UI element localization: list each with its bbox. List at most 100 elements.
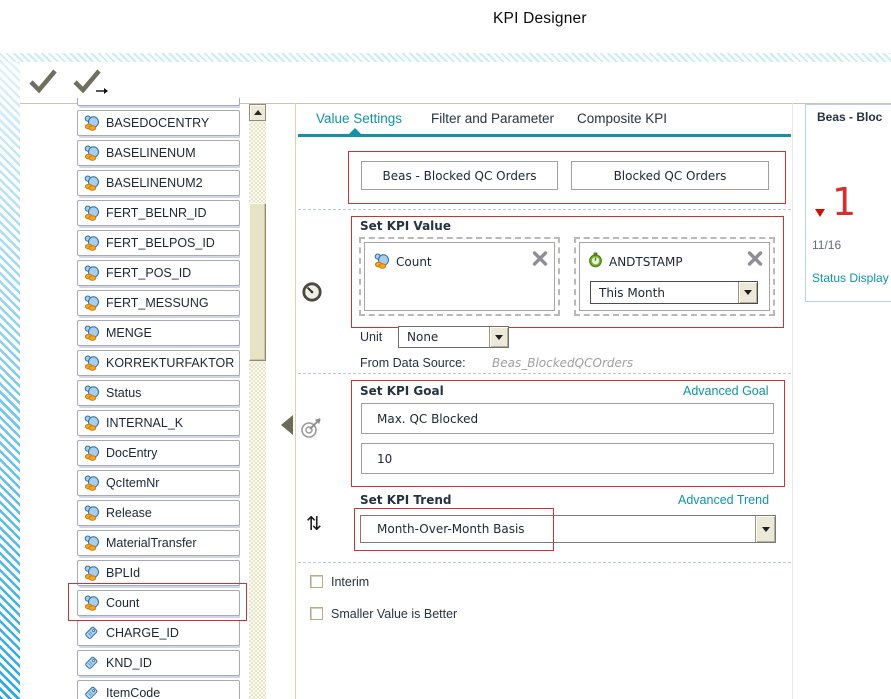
list-item-knd_id[interactable]: KND_ID (77, 650, 240, 676)
checkbox-interim[interactable] (310, 575, 323, 588)
sidebar-scrollbar[interactable] (249, 104, 266, 699)
list-item-basedocentry[interactable]: BASEDOCENTRY (77, 110, 240, 136)
list-item-label: Count (106, 596, 139, 610)
list-item-label: CHARGE_ID (106, 626, 179, 640)
measure-icon (83, 445, 100, 461)
time-period-dropdown[interactable]: This Month (590, 281, 758, 304)
field-list: BASEDOCENTRY BASELINENUM BASELINENUM2FERT_… (77, 98, 240, 699)
checkbox-smaller-value[interactable] (310, 607, 323, 620)
value-section-title: Set KPI Value (360, 219, 451, 233)
tab-value-settings[interactable]: Value Settings (316, 111, 402, 126)
measure-icon (83, 415, 100, 431)
measure-chip-label: Count (396, 255, 432, 269)
list-item-baselinenum2[interactable]: BASELINENUM2 (77, 170, 240, 196)
gauge-icon (302, 282, 322, 307)
section-separator (298, 562, 791, 563)
list-item-label: BASELINENUM (106, 146, 196, 160)
confirm-next-check-icon[interactable] (72, 67, 114, 102)
dropdown-arrow-icon[interactable] (738, 282, 757, 303)
measure-icon (83, 325, 100, 341)
measure-icon (83, 355, 100, 371)
measure-icon (83, 265, 100, 281)
list-item-qcitemnr[interactable]: QcItemNr (77, 470, 240, 496)
time-dimension-label: ANDTSTAMP (609, 255, 683, 269)
measure-chip: Count (364, 242, 555, 311)
measure-icon (83, 145, 100, 161)
dimension-icon (83, 625, 100, 641)
list-item-baselinenum[interactable]: BASELINENUM (77, 140, 240, 166)
list-item-partial (77, 98, 240, 106)
list-item-label: FERT_MESSUNG (106, 296, 209, 310)
list-item-count[interactable]: Count (77, 590, 240, 616)
unit-dropdown[interactable]: None (398, 326, 509, 348)
scroll-up-icon (254, 110, 262, 115)
list-item-label: FERT_BELNR_ID (106, 206, 207, 220)
collapse-panel-arrow[interactable] (281, 415, 293, 435)
list-item-label: MENGE (106, 326, 152, 340)
list-item-charge_id[interactable]: CHARGE_ID (77, 620, 240, 646)
striped-band (0, 53, 891, 62)
remove-time-dimension-icon[interactable] (747, 251, 763, 271)
list-item-release[interactable]: Release (77, 500, 240, 526)
preview-title: Beas - Bloc (817, 110, 882, 124)
list-item-label: MaterialTransfer (106, 536, 197, 550)
data-source-label: From Data Source: (360, 356, 466, 370)
advanced-trend-link[interactable]: Advanced Trend (678, 493, 769, 507)
target-icon (300, 417, 322, 444)
list-item-label: INTERNAL_K (106, 416, 183, 430)
list-item-fert_pos_id[interactable]: FERT_POS_ID (77, 260, 240, 286)
preview-page-indicator: 11/16 (812, 238, 841, 252)
list-item-materialtransfer[interactable]: MaterialTransfer (77, 530, 240, 556)
list-item-label: DocEntry (106, 446, 157, 460)
trend-basis-dropdown[interactable]: Month-Over-Month Basis (360, 515, 776, 543)
measure-icon (83, 385, 100, 401)
list-item-label: KORREKTURFAKTOR (106, 356, 234, 370)
tab-filter-and-parameter[interactable]: Filter and Parameter (431, 111, 554, 126)
unit-value: None (399, 327, 489, 347)
dropdown-arrow-icon[interactable] (489, 327, 508, 347)
list-item-bplid[interactable]: BPLId (77, 560, 240, 586)
list-item-itemcode[interactable]: ItemCode (77, 680, 240, 699)
measure-dropzone[interactable]: Count (359, 237, 560, 316)
checkbox-smaller-value-label: Smaller Value is Better (331, 607, 457, 621)
list-item-docentry[interactable]: DocEntry (77, 440, 240, 466)
list-item-status[interactable]: Status (77, 380, 240, 406)
content-right-border (792, 103, 793, 699)
kpi-name-input[interactable] (361, 161, 558, 190)
list-item-internal_k[interactable]: INTERNAL_K (77, 410, 240, 436)
measure-icon (373, 253, 390, 269)
goal-section-title: Set KPI Goal (360, 384, 444, 398)
list-item-fert_belnr_id[interactable]: FERT_BELNR_ID (77, 200, 240, 226)
section-separator (298, 209, 791, 210)
time-dimension-dropzone[interactable]: ANDTSTAMP (574, 237, 775, 316)
kpi-display-name-input[interactable] (571, 161, 769, 190)
measure-icon (83, 475, 100, 491)
list-item-label: ItemCode (106, 686, 160, 699)
remove-measure-icon[interactable] (532, 251, 548, 271)
measure-icon (83, 205, 100, 221)
status-display-link[interactable]: Status Display (812, 271, 889, 285)
list-item-fert_messung[interactable]: FERT_MESSUNG (77, 290, 240, 316)
goal-name-input[interactable] (361, 403, 774, 434)
advanced-goal-link[interactable]: Advanced Goal (683, 384, 768, 398)
goal-value-input[interactable] (361, 443, 774, 474)
list-item-menge[interactable]: MENGE (77, 320, 240, 346)
dropdown-arrow-icon[interactable] (755, 516, 775, 542)
confirm-check-icon[interactable] (28, 67, 58, 100)
sidebar-divider (295, 103, 296, 699)
list-item-label: FERT_POS_ID (106, 266, 191, 280)
timer-icon (588, 252, 603, 273)
page-title: KPI Designer (493, 10, 587, 28)
list-item-fert_belpos_id[interactable]: FERT_BELPOS_ID (77, 230, 240, 256)
trend-down-icon (815, 209, 825, 217)
dimension-icon (83, 685, 100, 699)
scroll-up-button[interactable] (249, 104, 266, 121)
measure-icon (83, 115, 100, 131)
scroll-thumb[interactable] (249, 203, 266, 361)
data-source-value: Beas_BlockedQCOrders (492, 356, 633, 370)
active-tab-pointer (349, 128, 361, 134)
tab-composite-kpi[interactable]: Composite KPI (577, 111, 667, 126)
list-item-korrekturfaktor[interactable]: KORREKTURFAKTOR (77, 350, 240, 376)
list-item-label: QcItemNr (106, 476, 159, 490)
measure-icon (83, 295, 100, 311)
